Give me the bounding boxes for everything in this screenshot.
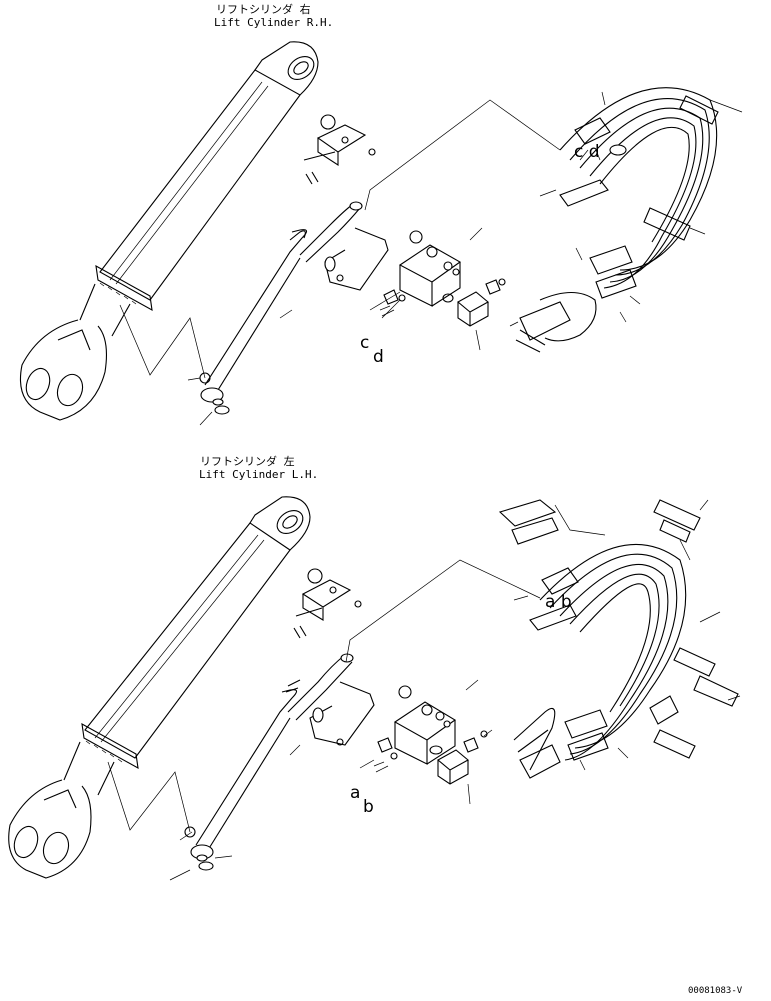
hose-bundle-lh — [498, 499, 739, 779]
callout-tag: c — [360, 333, 370, 353]
valve-block-lh — [285, 568, 488, 785]
callout-tag: d — [373, 347, 384, 367]
tube-rh — [199, 201, 363, 415]
tube-lh — [184, 653, 354, 871]
callout-tag: b — [363, 797, 374, 817]
section-title-jp: リフトシリンダ 右 — [216, 3, 311, 16]
section-title-en: Lift Cylinder R.H. — [214, 16, 334, 29]
section-title-jp: リフトシリンダ 左 — [200, 455, 295, 468]
drawing-code: 00081083-V — [688, 986, 743, 996]
leaders-rh — [119, 91, 743, 426]
callout-tag: c d — [574, 142, 600, 162]
valve-block-rh — [303, 114, 506, 327]
cylinder-lh — [8, 496, 311, 879]
leaders-lh — [107, 499, 741, 881]
callout-tag: a b — [545, 592, 572, 612]
section-title-en: Lift Cylinder L.H. — [199, 468, 319, 481]
callout-tag: a — [350, 783, 361, 803]
cylinder-rh — [19, 41, 319, 421]
hose-bundle-rh — [515, 87, 719, 353]
